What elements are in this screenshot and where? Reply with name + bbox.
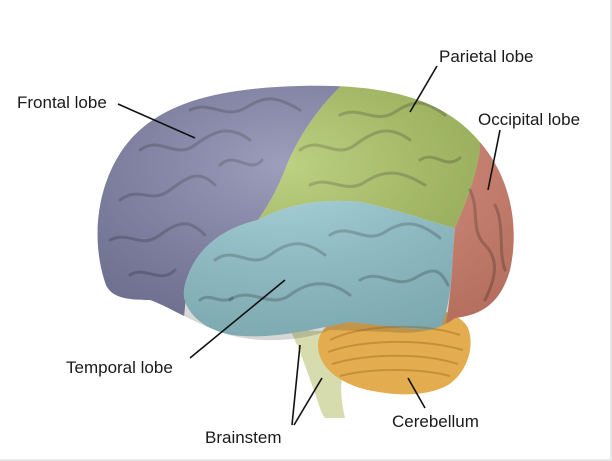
cerebellum-folia (327, 325, 464, 377)
frontal-leader-line (117, 103, 196, 139)
parietal-leader-line (409, 65, 438, 113)
cerebellum-label: Cerebellum (392, 412, 479, 431)
parietal-lobe-label: Parietal lobe (439, 47, 534, 66)
frontal-lobe-label: Frontal lobe (17, 93, 107, 112)
brainstem-label: Brainstem (205, 428, 282, 447)
cerebellum-leader-line (407, 377, 426, 409)
brainstem-leader-line-right (293, 377, 323, 426)
temporal-lobe-label: Temporal lobe (66, 358, 173, 377)
occipital-lobe-label: Occipital lobe (478, 110, 581, 129)
temporal-leader-line (189, 279, 286, 359)
occipital-leader-line (487, 129, 501, 191)
brainstem-leader-line-left (291, 344, 301, 426)
leader-lines (117, 65, 501, 426)
